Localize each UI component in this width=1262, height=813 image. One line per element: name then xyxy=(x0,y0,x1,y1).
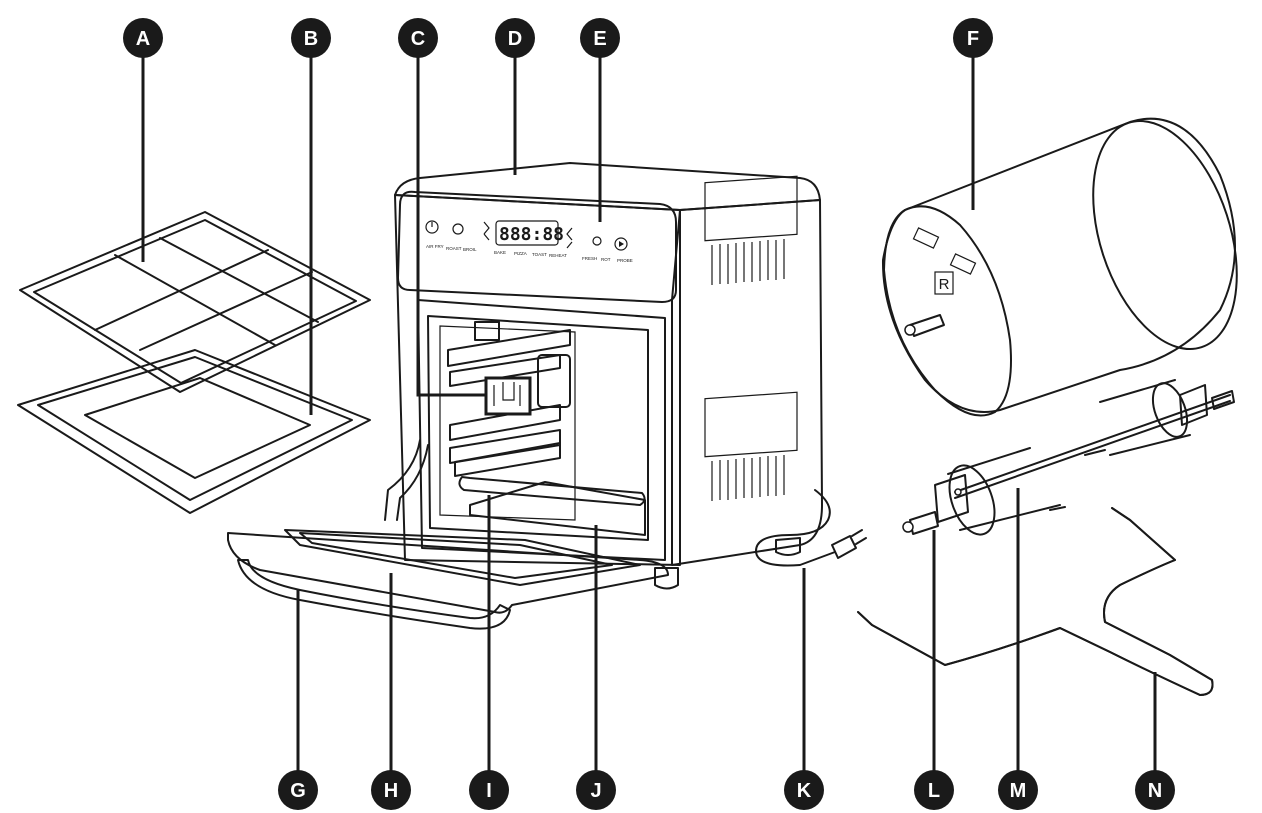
svg-text:G: G xyxy=(290,780,306,802)
drip-tray xyxy=(17,349,371,514)
btn-bake: BAKE xyxy=(494,250,506,255)
display-readout: 888:88 xyxy=(499,224,564,245)
svg-text:M: M xyxy=(1010,780,1027,802)
btn-rot: ROT xyxy=(601,257,611,262)
fan-icon xyxy=(452,223,464,235)
svg-text:K: K xyxy=(797,780,812,802)
svg-text:N: N xyxy=(1148,780,1162,802)
btn-reheat: REHEAT xyxy=(549,253,567,258)
label-g: G xyxy=(278,770,318,810)
label-n: N xyxy=(1135,770,1175,810)
label-j: J xyxy=(576,770,616,810)
power-cord xyxy=(754,489,867,567)
svg-text:A: A xyxy=(136,28,150,50)
svg-text:L: L xyxy=(928,780,940,802)
svg-text:E: E xyxy=(593,28,606,50)
svg-text:J: J xyxy=(590,780,601,802)
btn-pizza: PIZZA xyxy=(514,251,527,256)
label-d: D xyxy=(495,18,535,58)
btn-toast: TOAST xyxy=(532,252,547,257)
svg-text:D: D xyxy=(508,28,522,50)
btn-air-fry: AIR FRY xyxy=(426,244,444,249)
light-icon xyxy=(592,236,602,246)
label-m: M xyxy=(998,770,1038,810)
svg-text:F: F xyxy=(967,28,979,50)
label-b: B xyxy=(291,18,331,58)
oven-body xyxy=(384,162,823,590)
control-panel: 888:88 AIR FRY ROAST BROIL BAKE PIZZA TO… xyxy=(425,220,633,263)
basket-side-letter: R xyxy=(939,276,950,293)
time-arrows-icon xyxy=(566,227,573,249)
label-c: C xyxy=(398,18,438,58)
label-k: K xyxy=(784,770,824,810)
air-fry-tray xyxy=(19,211,371,393)
svg-text:I: I xyxy=(486,780,492,802)
label-f: F xyxy=(953,18,993,58)
oven-door xyxy=(227,529,669,630)
svg-text:B: B xyxy=(304,28,318,50)
btn-probe: PROBE xyxy=(617,258,633,263)
btn-fresh: FRESH xyxy=(582,256,597,261)
label-l: L xyxy=(914,770,954,810)
label-e: E xyxy=(580,18,620,58)
label-i: I xyxy=(469,770,509,810)
btn-broil: BROIL xyxy=(463,247,477,252)
svg-text:C: C xyxy=(411,28,425,50)
svg-text:H: H xyxy=(384,780,398,802)
btn-roast: ROAST xyxy=(446,246,462,251)
rotisserie-spit xyxy=(902,379,1235,536)
leader-lines xyxy=(141,55,1157,772)
rotisserie-basket: R xyxy=(881,117,1238,417)
label-h: H xyxy=(371,770,411,810)
label-a: A xyxy=(123,18,163,58)
rotisserie-fetch-tool xyxy=(857,507,1214,696)
up-down-arrows-icon xyxy=(483,221,490,241)
